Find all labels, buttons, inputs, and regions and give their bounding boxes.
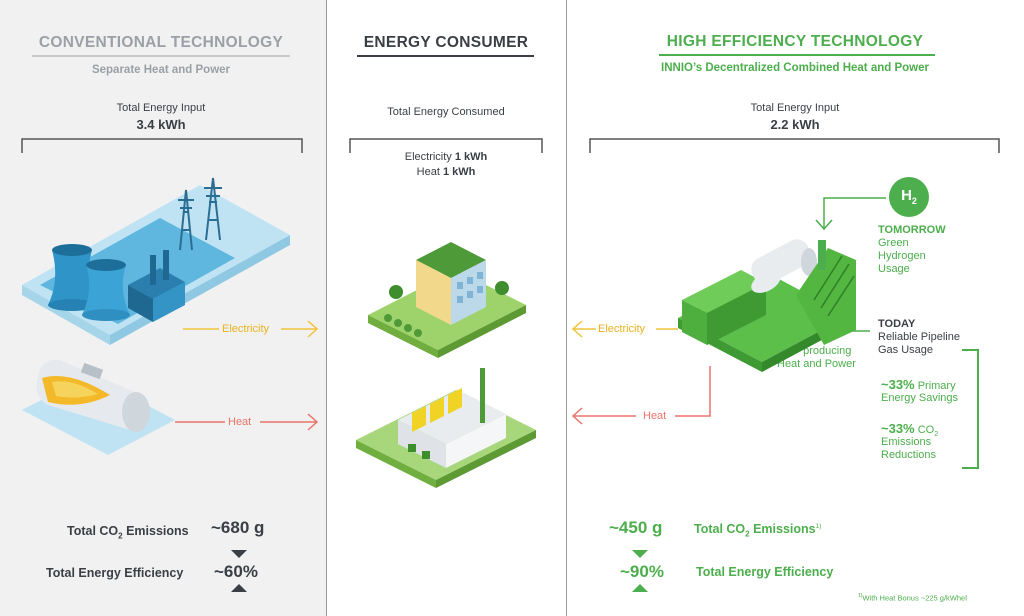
consumed-label: Total Energy Consumed <box>387 106 505 118</box>
right-heat-label: Heat <box>643 410 667 422</box>
conventional-subtitle: Separate Heat and Power <box>91 64 231 76</box>
today-title: TODAY <box>878 318 916 330</box>
consumed-heat: Heat 1 kWh <box>416 166 476 178</box>
right-efficiency-value: ~90% <box>620 562 664 581</box>
hydrogen-icon: H2 <box>889 177 929 217</box>
footnote: 1)With Heat Bonus ~225 g/kWhel <box>858 593 967 603</box>
left-down-arrow-icon <box>231 550 247 558</box>
right-down-arrow-icon <box>632 550 648 558</box>
today-line-2: Gas Usage <box>878 344 934 356</box>
right-input-value: 2.2 kWh <box>770 117 820 132</box>
left-up-arrow-icon <box>231 584 247 592</box>
consumed-electricity: Electricity 1 kWh <box>404 151 488 163</box>
today-line-1: Reliable Pipeline <box>878 331 960 343</box>
office-building-illustration <box>368 242 526 358</box>
chp-line-2: Heat and Power <box>777 358 856 370</box>
divider-left <box>326 0 327 616</box>
left-electricity-label: Electricity <box>222 323 270 335</box>
consumer-title-underline <box>357 55 534 57</box>
tomorrow-title: TOMORROW <box>878 224 946 236</box>
consumer-title: ENERGY CONSUMER <box>363 34 529 51</box>
right-co2-value: ~450 g <box>609 518 663 537</box>
conventional-title: CONVENTIONAL TECHNOLOGY <box>38 34 284 51</box>
power-plant-illustration <box>22 177 290 455</box>
right-efficiency-label: Total Energy Efficiency <box>696 565 834 579</box>
tomorrow-line-3: Usage <box>878 263 910 275</box>
factory-illustration <box>356 368 536 488</box>
reduction-line-2: Emissions <box>881 436 932 448</box>
left-efficiency-value: ~60% <box>214 562 258 581</box>
chp-engine-illustration <box>678 239 856 372</box>
right-electricity-label: Electricity <box>598 323 646 335</box>
tomorrow-line-1: Green <box>878 237 909 249</box>
left-co2-label: Total CO2 Emissions <box>67 524 189 541</box>
high-efficiency-title-underline <box>659 54 935 56</box>
tomorrow-line-2: Hydrogen <box>878 250 926 262</box>
right-input-label: Total Energy Input <box>750 102 840 114</box>
right-up-arrow-icon <box>632 584 648 592</box>
left-co2-value: ~680 g <box>211 518 265 537</box>
savings-line-1: ~33% Primary <box>881 377 956 392</box>
left-input-label: Total Energy Input <box>116 102 206 114</box>
left-heat-label: Heat <box>228 416 252 428</box>
reduction-line-1: ~33% CO2 <box>881 421 939 439</box>
right-co2-label: Total CO2 Emissions1) <box>694 522 822 539</box>
conventional-title-underline <box>32 55 290 57</box>
left-efficiency-label: Total Energy Efficiency <box>46 566 184 580</box>
high-efficiency-subtitle: INNIO’s Decentralized Combined Heat and … <box>661 62 929 74</box>
high-efficiency-title: HIGH EFFICIENCY TECHNOLOGY <box>666 33 924 50</box>
left-input-value: 3.4 kWh <box>136 117 186 132</box>
reduction-line-3: Reductions <box>881 449 937 461</box>
divider-right <box>566 0 567 616</box>
savings-line-2: Energy Savings <box>881 392 959 404</box>
